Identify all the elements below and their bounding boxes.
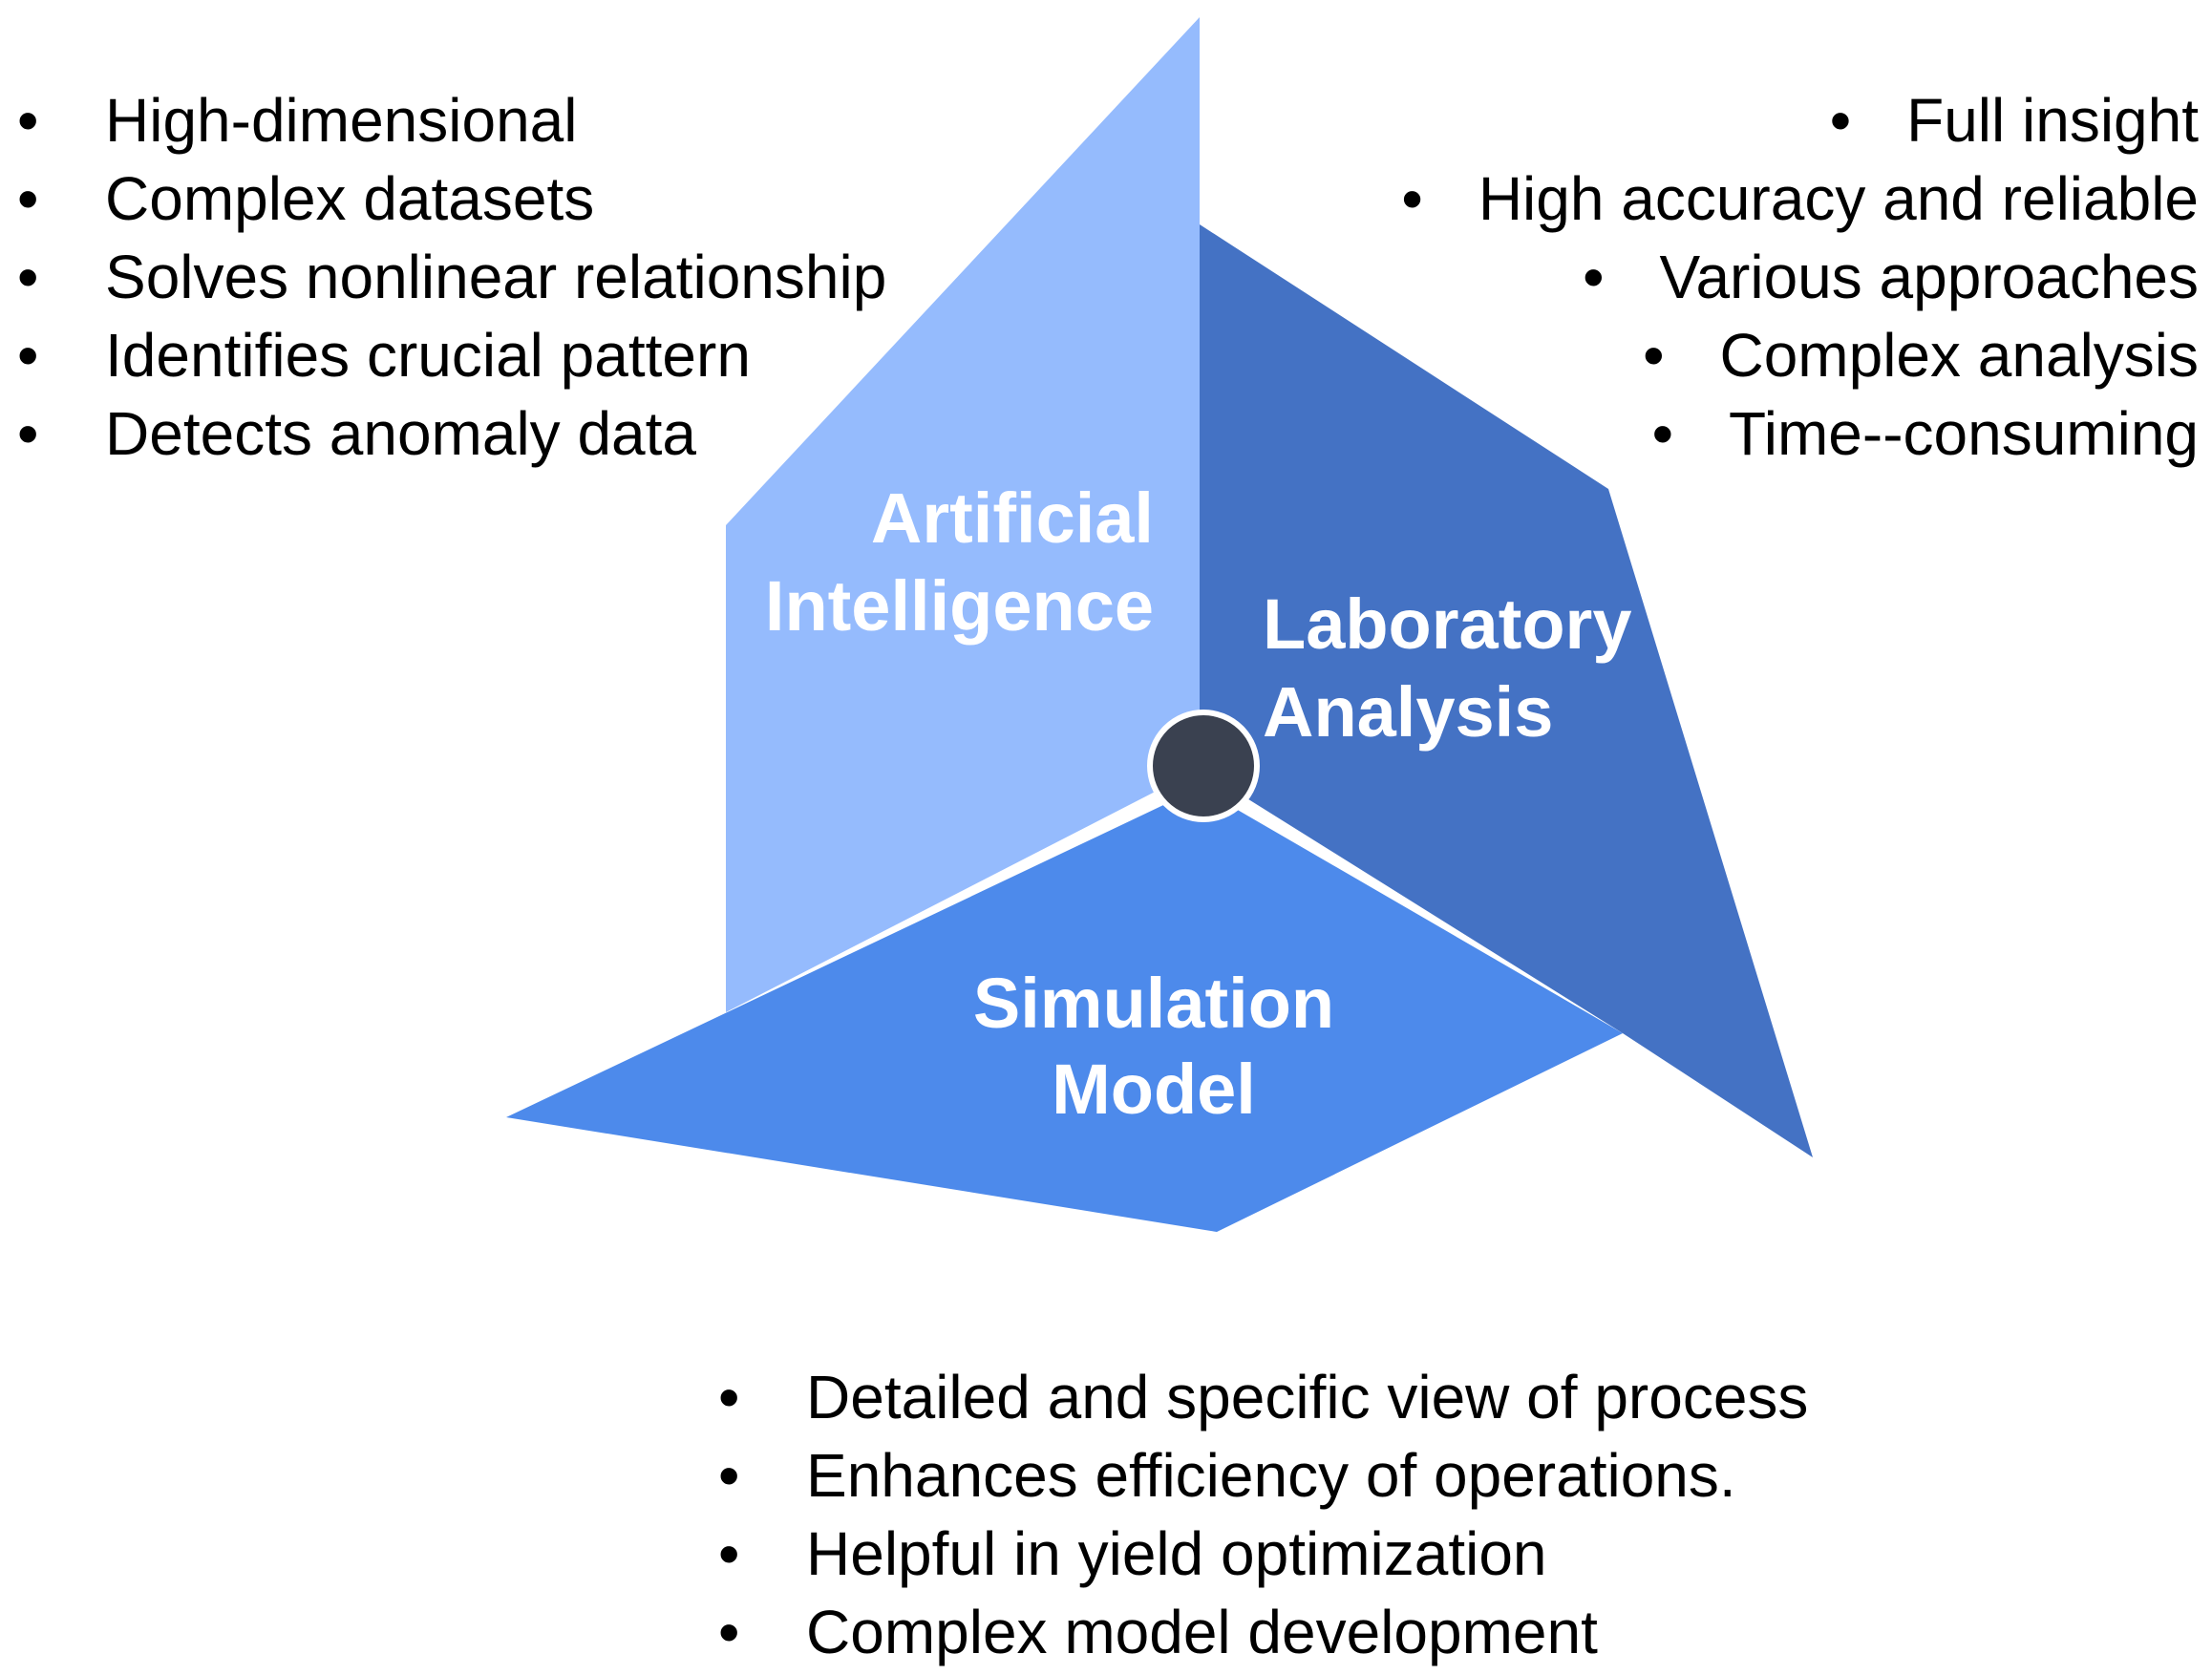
list-item: • Complex model development	[718, 1593, 1808, 1671]
ai-panel	[726, 17, 1200, 1012]
list-item: • Detailed and specific view of process	[718, 1358, 1808, 1436]
bullet-icon: •	[1829, 86, 1852, 155]
bullet-icon: •	[718, 1598, 740, 1666]
list-item: • Complex analysis	[1401, 316, 2199, 394]
ai-label-line1: Artificial	[871, 478, 1154, 558]
bullet-icon: •	[718, 1363, 740, 1431]
sim-point-text: Helpful in yield optimization	[806, 1519, 1547, 1588]
lab-point-text: High accuracy and reliable	[1478, 164, 2199, 233]
lab-point-text: Full insight	[1906, 86, 2199, 155]
sim-point-text: Complex model development	[806, 1598, 1598, 1666]
list-item: • High-dimensional	[17, 81, 886, 159]
bullet-icon: •	[17, 86, 39, 155]
bullet-icon: •	[1651, 399, 1674, 468]
bullet-icon: •	[1643, 321, 1665, 390]
ai-point-text: Detects anomaly data	[105, 399, 696, 468]
ai-label-line2: Intelligence	[765, 566, 1154, 646]
ai-point-text: Solves nonlinear relationship	[105, 243, 887, 311]
bullet-icon: •	[1583, 243, 1605, 311]
bullet-icon: •	[17, 243, 39, 311]
list-item: • Full insight	[1401, 81, 2199, 159]
sim-points-list: • Detailed and specific view of process •…	[718, 1358, 1808, 1671]
lab-point-text: Time--consuming	[1729, 399, 2199, 468]
bullet-icon: •	[17, 164, 39, 233]
list-item: • Enhances efficiency of operations.	[718, 1436, 1808, 1515]
bullet-icon: •	[1401, 164, 1423, 233]
lab-points-list: • Full insight • High accuracy and reliabl…	[1401, 81, 2199, 473]
list-item: • Solves nonlinear relationship	[17, 238, 886, 316]
lab-panel	[1200, 224, 1813, 1157]
bullet-icon: •	[718, 1441, 740, 1510]
ai-point-text: Identifies crucial pattern	[105, 321, 751, 390]
sim-label-line1: Simulation	[973, 964, 1334, 1043]
ai-points-list: • High-dimensional • Complex datasets • Sol…	[17, 81, 886, 473]
list-item: • Helpful in yield optimization	[718, 1515, 1808, 1593]
list-item: • Identifies crucial pattern	[17, 316, 886, 394]
sim-point-text: Enhances efficiency of operations.	[806, 1441, 1736, 1510]
list-item: • Detects anomaly data	[17, 394, 886, 473]
list-item: • High accuracy and reliable	[1401, 159, 2199, 238]
ai-point-text: Complex datasets	[105, 164, 595, 233]
lab-point-text: Complex analysis	[1719, 321, 2199, 390]
bullet-icon: •	[718, 1519, 740, 1588]
bullet-icon: •	[17, 321, 39, 390]
lab-label-line1: Laboratory	[1263, 584, 1632, 664]
bullet-icon: •	[17, 399, 39, 468]
list-item: • Time--consuming	[1401, 394, 2199, 473]
ai-point-text: High-dimensional	[105, 86, 578, 155]
list-item: • Various approaches	[1401, 238, 2199, 316]
lab-point-text: Various approaches	[1659, 243, 2200, 311]
sim-label-line2: Model	[1052, 1050, 1256, 1129]
lab-label-line2: Analysis	[1263, 672, 1553, 752]
list-item: • Complex datasets	[17, 159, 886, 238]
sim-panel	[506, 788, 1623, 1232]
center-hub	[1147, 710, 1260, 822]
sim-point-text: Detailed and specific view of process	[806, 1363, 1809, 1431]
